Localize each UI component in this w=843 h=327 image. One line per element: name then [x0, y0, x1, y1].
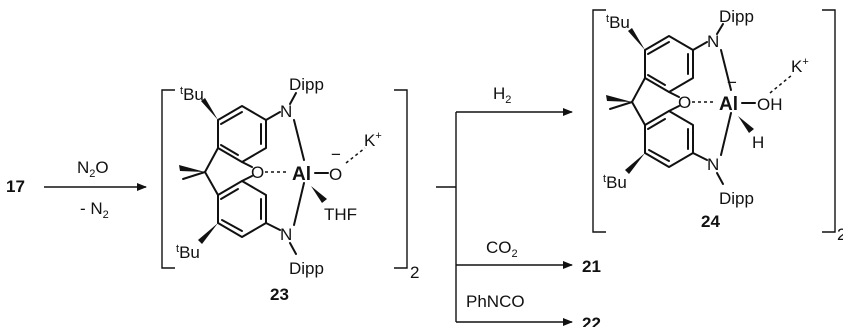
dimer-subscript: 2 [410, 263, 419, 282]
aluminum-atom-24: Al [719, 94, 738, 115]
compound-24-label: 24 [701, 212, 720, 231]
n-atom-bottom: N [280, 225, 292, 244]
bond-n-al-top [293, 119, 305, 161]
complex-23: 2 O tBu tBu N Dipp [161, 75, 419, 304]
reagent-n2o: N2O [77, 158, 109, 180]
compound-21-label: 21 [582, 257, 601, 276]
tbu-wedge-bottom-24 [625, 153, 645, 174]
n-atom-top: N [280, 102, 292, 121]
dipp-bottom: Dipp [289, 259, 324, 278]
bracket-right [394, 89, 408, 269]
tbu-wedge-top [201, 98, 218, 120]
tbu-bottom-24: tBu [603, 173, 627, 192]
complex-24: 2 O tBu tBu N Dipp [592, 7, 843, 244]
aryl-ring-top [217, 105, 267, 163]
bridge-methyl-wedge-24 [606, 95, 632, 102]
bond-aryl-n-top [265, 111, 281, 121]
hydride-wedge [738, 116, 754, 133]
hydroxide-potassium-contact [769, 74, 793, 94]
ring-oxygen-atom: O [251, 163, 264, 182]
bond-aryl-n-top-24 [692, 41, 708, 51]
bond-n-dipp-bottom [289, 242, 297, 255]
dipp-top: Dipp [289, 75, 324, 94]
oxide-potassium-contact [345, 147, 366, 164]
reagent-phnco: PhNCO [466, 292, 525, 311]
compound-23-label: 23 [270, 285, 289, 304]
dipp-top-24: Dipp [719, 7, 754, 26]
byproduct-n2: - N2 [80, 199, 109, 221]
bond-n-dipp-top [289, 92, 297, 105]
bond-n-al-top-24 [720, 49, 732, 91]
aluminum-charge-24: − [727, 73, 737, 92]
potassium-ion: K+ [364, 130, 382, 150]
ring-oxygen-bond-top-24 [668, 91, 680, 98]
ring-oxygen-bond-top [241, 161, 253, 168]
tbu-top: tBu [180, 85, 204, 104]
bridge-methyl-wedge [179, 165, 205, 172]
oxide-atom: O [329, 165, 342, 184]
ring-oxygen-atom-24: O [678, 93, 691, 112]
bridge-methyl-1 [182, 171, 206, 180]
hydride-ligand: H [752, 133, 764, 152]
tbu-wedge-bottom [198, 223, 218, 244]
tbu-top-24: tBu [606, 13, 630, 32]
branch-arrows: H2 CO2 21 PhNCO 22 [436, 84, 601, 327]
reagent-h2: H2 [493, 84, 511, 106]
ring-oxygen-bond-bottom-24 [668, 105, 680, 112]
compound-22-label: 22 [582, 314, 601, 327]
aryl-ring-top-24 [644, 35, 694, 93]
n-atom-bottom-24: N [707, 155, 719, 174]
compound-17-label: 17 [6, 177, 25, 196]
hydroxide-group: OH [757, 95, 783, 114]
ring-oxygen-bond-bottom [241, 175, 253, 182]
bond-n-dipp-top-24 [716, 23, 724, 35]
bond-n-al-bottom-24 [720, 112, 732, 156]
tbu-wedge-top-24 [628, 28, 645, 50]
bond-aryl-n-bottom-24 [692, 152, 708, 161]
bridge-carbon-bond-bottom [204, 171, 219, 196]
bridge-methyl-1-24 [609, 101, 633, 110]
bracket-left [161, 89, 175, 269]
dipp-bottom-24: Dipp [719, 189, 754, 208]
n-atom-top-24: N [707, 32, 719, 51]
dimer-subscript-24: 2 [837, 225, 843, 244]
bridge-carbon-bond-top [204, 147, 219, 173]
thf-ligand: THF [324, 205, 357, 224]
bracket-right-24 [822, 9, 836, 233]
reagent-co2: CO2 [486, 238, 518, 260]
bridge-carbon-bond-top-24 [631, 77, 646, 103]
bracket-left-24 [592, 9, 606, 233]
bond-n-al-bottom [293, 182, 305, 226]
tbu-bottom: tBu [176, 243, 200, 262]
aryl-ring-bottom [217, 180, 267, 238]
potassium-ion-24: K+ [791, 56, 809, 76]
bond-n-dipp-bottom-24 [716, 172, 724, 185]
oxide-charge: − [331, 145, 341, 164]
aryl-ring-bottom-24 [644, 110, 694, 168]
thf-wedge [311, 186, 327, 203]
bond-aryl-n-bottom [265, 222, 281, 231]
aluminum-atom: Al [292, 164, 311, 185]
bridge-carbon-bond-bottom-24 [631, 101, 646, 126]
